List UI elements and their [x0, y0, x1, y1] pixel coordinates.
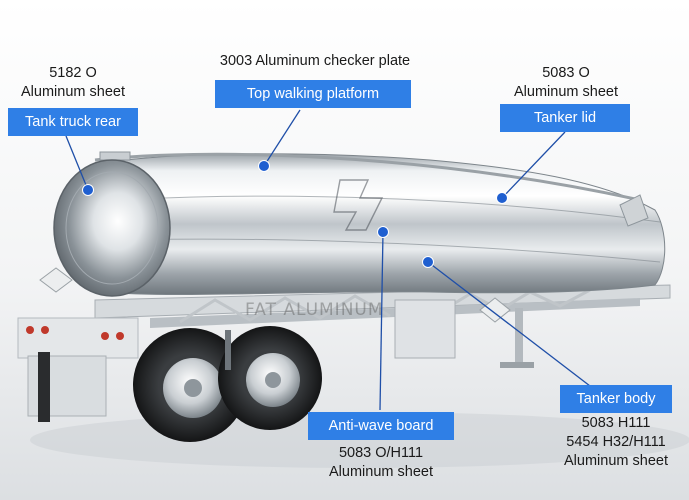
callout-body-tag: Tanker body: [560, 385, 672, 413]
spec-line: Aluminum sheet: [564, 453, 668, 469]
callout-platform-tag: Top walking platform: [215, 80, 411, 108]
callout-platform-spec: 3003 Aluminum checker plate: [200, 52, 430, 71]
marker-dot-body: [422, 256, 434, 268]
callout-lid-spec: 5083 O Aluminum sheet: [498, 64, 634, 102]
spec-line: Aluminum sheet: [329, 464, 433, 480]
callout-lid-tag: Tanker lid: [500, 104, 630, 132]
spec-line: Aluminum sheet: [21, 84, 125, 100]
marker-dot-lid: [496, 192, 508, 204]
spec-line: 3003 Aluminum checker plate: [219, 53, 411, 69]
spec-line: 5083 H111: [581, 415, 651, 431]
watermark-text: FAT ALUMINUM: [245, 300, 384, 320]
leader-line-body: [427, 261, 591, 387]
leader-line-antiwave: [379, 231, 384, 411]
leader-line-lid: [501, 131, 566, 199]
spec-line: 5083 O/H111: [338, 445, 424, 461]
callout-rear-tag: Tank truck rear: [8, 108, 138, 136]
callout-body-spec: 5083 H111 5454 H32/H111 Aluminum sheet: [548, 414, 684, 471]
marker-dot-antiwave: [377, 226, 389, 238]
spec-line: 5454 H32/H111: [566, 434, 666, 450]
marker-dot-rear: [82, 184, 94, 196]
spec-line: 5083 O: [542, 65, 590, 81]
callout-rear-spec: 5182 O Aluminum sheet: [10, 64, 136, 102]
marker-dot-platform: [258, 160, 270, 172]
leader-line-rear: [65, 135, 89, 191]
leader-line-platform: [263, 109, 301, 167]
callout-antiwave-spec: 5083 O/H111 Aluminum sheet: [310, 444, 452, 482]
spec-line: Aluminum sheet: [514, 84, 618, 100]
callout-antiwave-tag: Anti-wave board: [308, 412, 454, 440]
spec-line: 5182 O: [49, 65, 97, 81]
